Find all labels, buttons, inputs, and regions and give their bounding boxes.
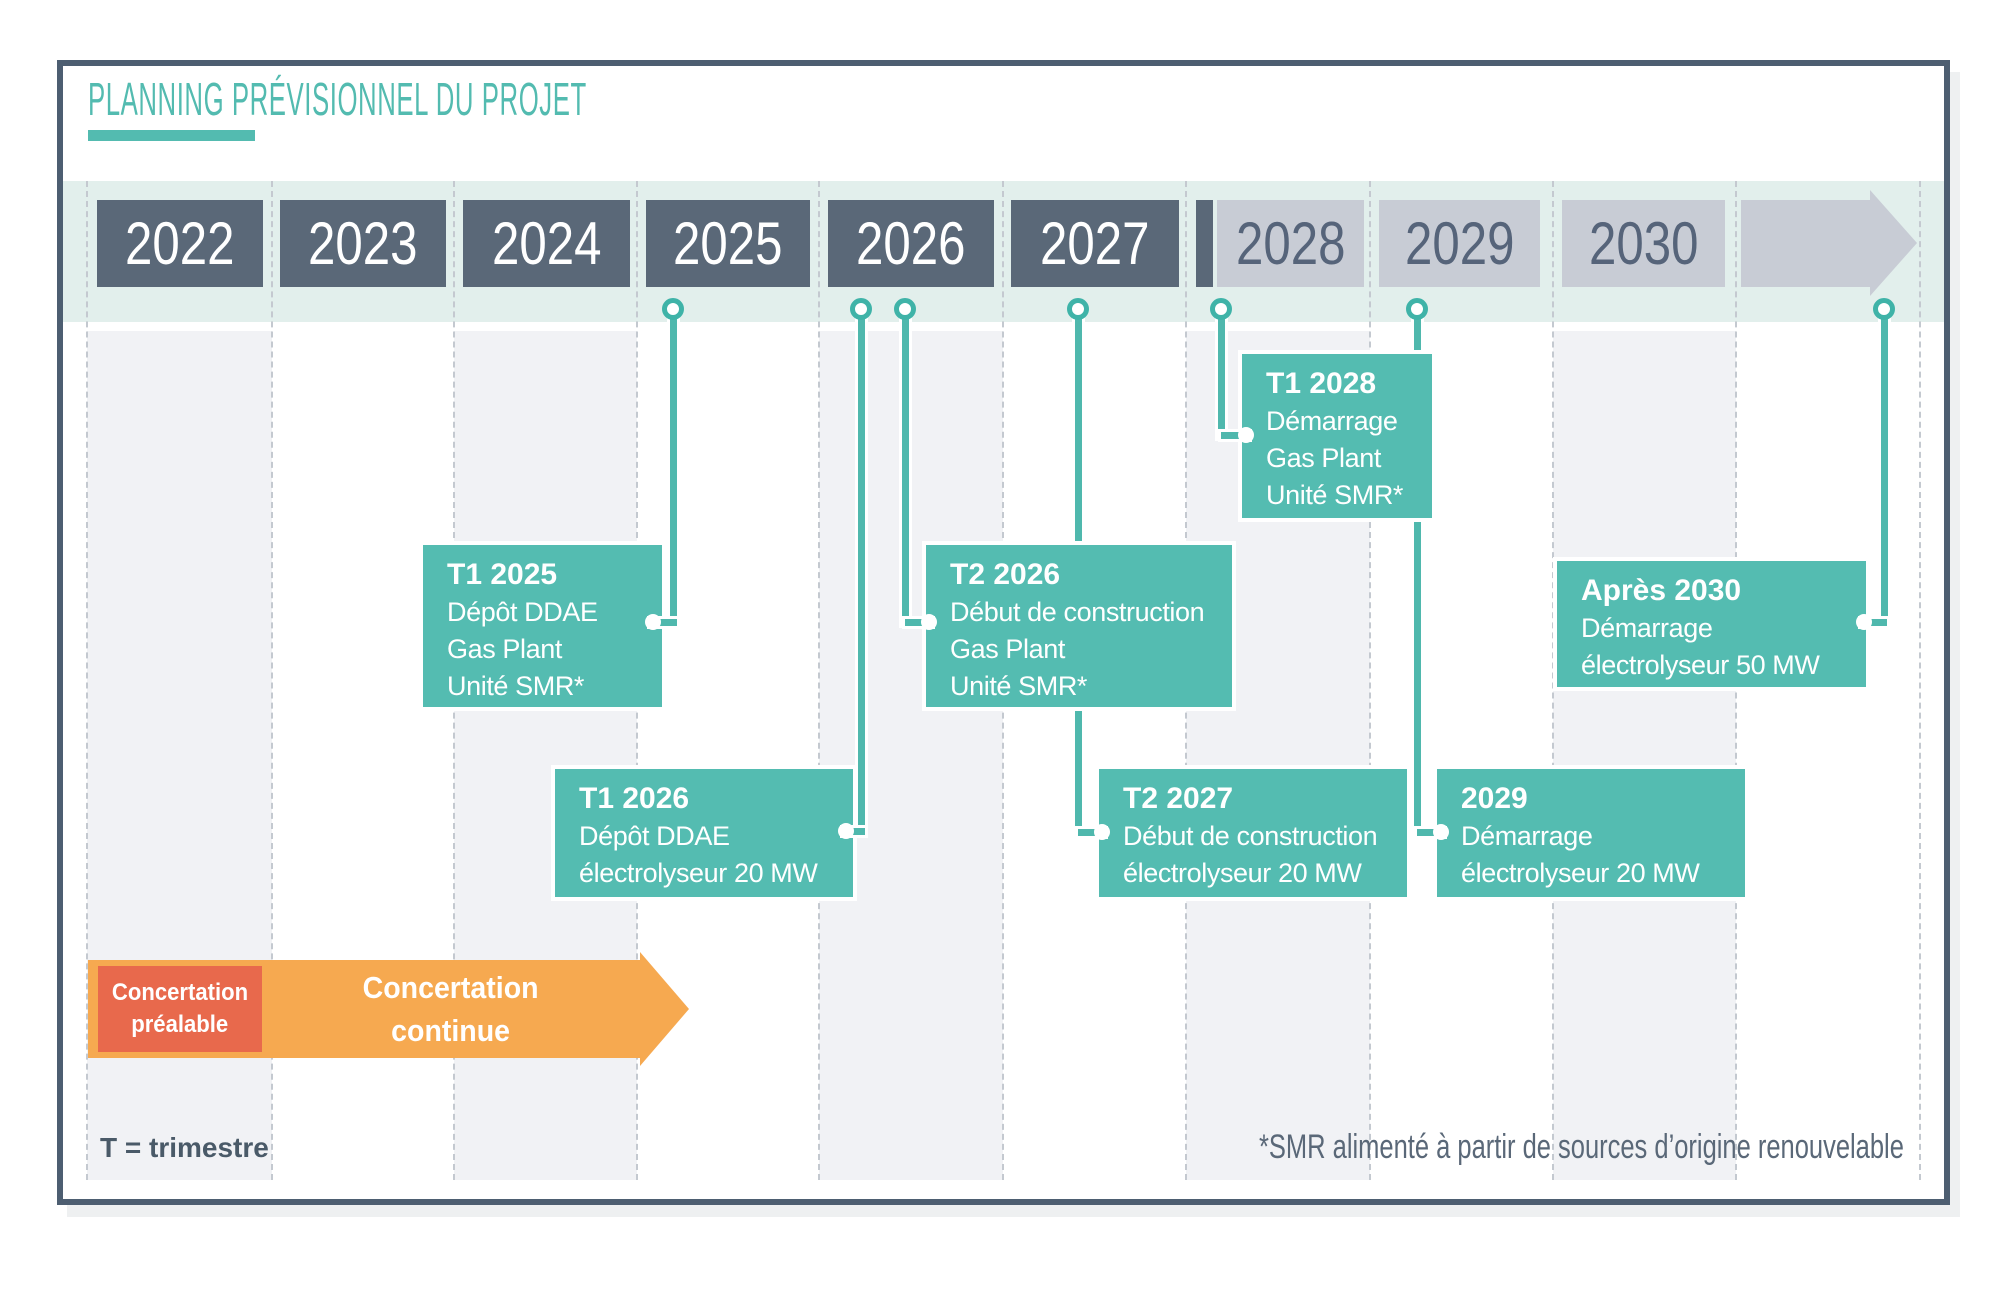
connector-dot-t2-2026 <box>921 614 937 630</box>
year-label: 2025 <box>673 210 783 277</box>
connector-circle-t2-2026 <box>894 298 916 320</box>
milestone-line: Démarrage <box>1266 406 1398 436</box>
milestone-line: Début de construction <box>1123 821 1378 851</box>
connector-dot-t1-2026 <box>838 823 854 839</box>
milestone-line: Début de construction <box>950 597 1205 627</box>
connector-dot-apres-2030 <box>1856 614 1872 630</box>
milestone-line: Dépôt DDAE <box>579 821 730 851</box>
future-arrow-head-icon <box>1870 190 1917 296</box>
milestone-title: T1 2025 <box>447 558 558 591</box>
concertation-continue-label: Concertation continue <box>263 966 639 1052</box>
milestone-title: T2 2026 <box>950 558 1061 591</box>
year-box-2029: 2029 <box>1379 200 1540 287</box>
concertation-continue-line: Concertation <box>363 970 539 1005</box>
year-label: 2026 <box>856 210 966 277</box>
connector-circle-t1-2025 <box>662 298 684 320</box>
year-box-2023: 2023 <box>280 200 446 287</box>
year-label: 2023 <box>308 210 418 277</box>
title-underline <box>88 130 255 141</box>
connector-circle-t1-2028 <box>1210 298 1232 320</box>
connector-hline-2029 <box>1417 829 1444 836</box>
year-box-2026: 2026 <box>828 200 994 287</box>
footnote-smr: *SMR alimenté à partir de sources d’orig… <box>1259 1128 1904 1166</box>
milestone-t1-2025: T1 2025 Dépôt DDAE Gas Plant Unité SMR* <box>419 541 666 711</box>
year-label: 2029 <box>1404 210 1515 277</box>
year-box-2025: 2025 <box>646 200 810 287</box>
milestone-line: Unité SMR* <box>950 671 1088 701</box>
milestone-line: Gas Plant <box>950 634 1065 664</box>
connector-circle-apres-2030 <box>1873 298 1895 320</box>
year-box-2028-dark-sliver <box>1196 200 1213 287</box>
connector-circle-t1-2026 <box>850 298 872 320</box>
column-stripe <box>819 331 1003 1180</box>
connector-vline-2029 <box>1414 312 1421 836</box>
milestone-title: Après 2030 <box>1581 574 1742 607</box>
milestone-line: électrolyseur 20 MW <box>1461 858 1700 888</box>
milestone-t1-2026: T1 2026 Dépôt DDAE électrolyseur 20 MW <box>551 765 857 901</box>
year-label: 2022 <box>125 210 235 277</box>
milestone-title: T1 2026 <box>579 782 690 815</box>
concertation-continue-line: continue <box>391 1013 511 1048</box>
year-box-2024: 2024 <box>463 200 630 287</box>
grid-dash-line <box>1919 181 1921 1180</box>
milestone-line: Unité SMR* <box>1266 480 1404 510</box>
column-stripe <box>1553 331 1736 1180</box>
connector-vline-t1-2028 <box>1218 312 1225 438</box>
page-title: PLANNING PRÉVISIONNEL DU PROJET <box>88 73 587 125</box>
year-box-2028: 2028 <box>1217 200 1364 287</box>
connector-hline-t1-2025 <box>650 619 677 626</box>
connector-dot-2029 <box>1433 824 1449 840</box>
milestone-line: électrolyseur 20 MW <box>579 858 818 888</box>
milestone-title: T2 2027 <box>1123 782 1234 815</box>
grid-dash-line <box>1369 181 1371 1180</box>
connector-vline-t1-2025 <box>670 312 677 625</box>
year-label: 2028 <box>1235 210 1346 277</box>
milestone-title: 2029 <box>1461 782 1528 815</box>
year-label: 2027 <box>1040 210 1150 277</box>
milestone-line: Démarrage <box>1461 821 1593 851</box>
milestone-line: électrolyseur 50 MW <box>1581 650 1820 680</box>
connector-hline-t1-2026 <box>843 828 865 835</box>
concertation-arrow-head-icon <box>640 952 689 1066</box>
milestone-apres-2030: Après 2030 Démarrage électrolyseur 50 MW <box>1553 557 1870 691</box>
connector-dot-t1-2025 <box>645 614 661 630</box>
milestone-2029: 2029 Démarrage électrolyseur 20 MW <box>1433 765 1749 901</box>
footnote-trimestre: T = trimestre <box>100 1132 269 1163</box>
connector-hline-t2-2026 <box>905 619 932 626</box>
connector-hline-apres-2030 <box>1861 619 1887 626</box>
milestone-line: Dépôt DDAE <box>447 597 598 627</box>
concertation-prealable-label: préalable <box>131 1011 229 1038</box>
milestone-t2-2027: T2 2027 Début de construction électrolys… <box>1095 765 1411 901</box>
milestone-line: Démarrage <box>1581 613 1713 643</box>
milestone-line: Gas Plant <box>1266 443 1381 473</box>
concertation-prealable-box: Concertation préalable <box>98 966 262 1052</box>
connector-circle-2029 <box>1406 298 1428 320</box>
connector-vline-t2-2026 <box>902 312 909 625</box>
grid-dash-line <box>818 181 820 1180</box>
concertation-prealable-label: Concertation <box>111 979 249 1006</box>
connector-circle-t2-2027 <box>1067 298 1089 320</box>
milestone-line: électrolyseur 20 MW <box>1123 858 1362 888</box>
grid-dash-line <box>271 181 273 1180</box>
connector-hline-t2-2027 <box>1078 829 1105 836</box>
year-label: 2024 <box>491 210 602 277</box>
grid-dash-line <box>86 181 88 1180</box>
future-arrow <box>1741 200 1871 287</box>
milestone-t2-2026: T2 2026 Début de construction Gas Plant … <box>922 541 1236 711</box>
milestone-line: Unité SMR* <box>447 671 585 701</box>
milestone-title: T1 2028 <box>1266 367 1377 400</box>
connector-dot-t2-2027 <box>1094 824 1110 840</box>
connector-hline-t1-2028 <box>1221 432 1249 439</box>
year-label: 2030 <box>1588 210 1699 277</box>
connector-vline-t1-2026 <box>858 312 865 834</box>
year-box-2027: 2027 <box>1011 200 1179 287</box>
year-box-2030: 2030 <box>1562 200 1725 287</box>
milestone-line: Gas Plant <box>447 634 562 664</box>
year-box-2022: 2022 <box>97 200 263 287</box>
connector-vline-apres-2030 <box>1881 312 1888 625</box>
milestone-t1-2028: T1 2028 Démarrage Gas Plant Unité SMR* <box>1238 350 1436 522</box>
connector-dot-t1-2028 <box>1238 427 1254 443</box>
